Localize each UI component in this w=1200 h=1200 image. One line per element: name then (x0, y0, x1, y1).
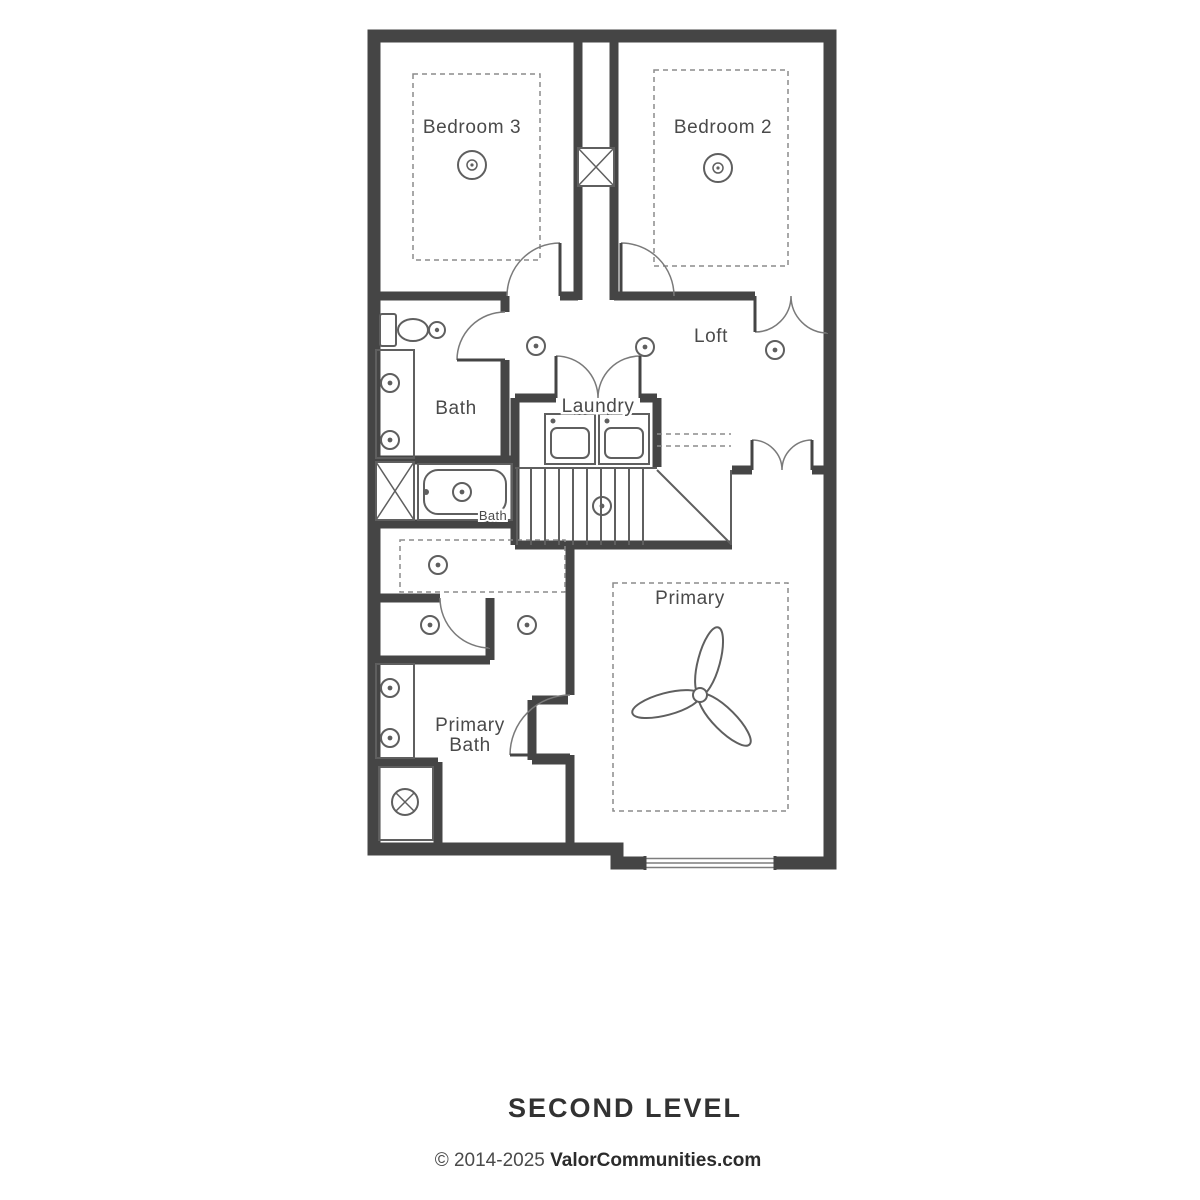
washer-icon (544, 413, 596, 465)
door-laundry-double (554, 355, 642, 399)
light-icon (635, 337, 655, 357)
light-icon (420, 615, 440, 635)
door-arcs (439, 242, 830, 757)
room-label-bedroom2: Bedroom 2 (674, 117, 772, 138)
linen-closet-icon (375, 461, 415, 521)
light-icon (526, 336, 546, 356)
light-icon (592, 496, 612, 516)
room-label-laundry: Laundry (562, 396, 635, 417)
primary-bath-vanity (375, 663, 415, 759)
bedroom2-dashed-area (653, 69, 789, 267)
room-label-primary-bath-2: Bath (449, 735, 491, 756)
door-loft-double (753, 295, 830, 334)
ceiling-fan-icon (457, 150, 487, 180)
toilet-icon (379, 313, 429, 347)
window (643, 856, 777, 870)
primary-dashed-area (612, 582, 789, 812)
copyright-prefix: © 2014-2025 (435, 1150, 550, 1171)
copyright: © 2014-2025 ValorCommunities.com (435, 1150, 762, 1171)
closet-dashed-area (399, 539, 566, 593)
ceiling-fan-icon (703, 153, 733, 183)
shower-icon (378, 766, 434, 841)
light-icon (765, 340, 785, 360)
ceiling-fan-blades-icon (631, 626, 752, 747)
light-icons (380, 321, 785, 748)
stair-rail-dashed (657, 433, 731, 447)
room-label-bedroom3: Bedroom 3 (423, 117, 521, 138)
dashed-areas (399, 69, 789, 812)
bath-vanity (375, 349, 415, 459)
door-bedroom3 (506, 242, 562, 297)
room-label-primary-bath-1: Primary (435, 715, 505, 736)
light-icon (517, 615, 537, 635)
bathtub-icon (417, 463, 513, 521)
light-icon (380, 728, 400, 748)
room-label-tub-bath: Bath (479, 508, 507, 523)
door-loft-rail-double (750, 439, 814, 471)
chase-icon (577, 147, 615, 187)
page-title: SECOND LEVEL (508, 1093, 742, 1123)
light-icon (428, 321, 446, 339)
door-bedroom2 (619, 242, 675, 297)
room-label-bath: Bath (435, 398, 477, 419)
stair-break-line (656, 469, 732, 545)
light-icon (452, 482, 472, 502)
light-icon (428, 555, 448, 575)
door-closet (439, 597, 492, 649)
door-bath (456, 311, 506, 362)
room-label-loft: Loft (694, 326, 728, 347)
room-label-primary: Primary (655, 588, 725, 609)
bedroom3-dashed-area (412, 73, 541, 261)
light-icon (380, 373, 400, 393)
light-icon (380, 430, 400, 450)
copyright-brand: ValorCommunities.com (550, 1150, 761, 1171)
exterior-walls (367, 29, 837, 870)
stairs (515, 467, 732, 545)
dryer-icon (598, 413, 650, 465)
light-icon (380, 678, 400, 698)
door-primary (509, 694, 571, 757)
